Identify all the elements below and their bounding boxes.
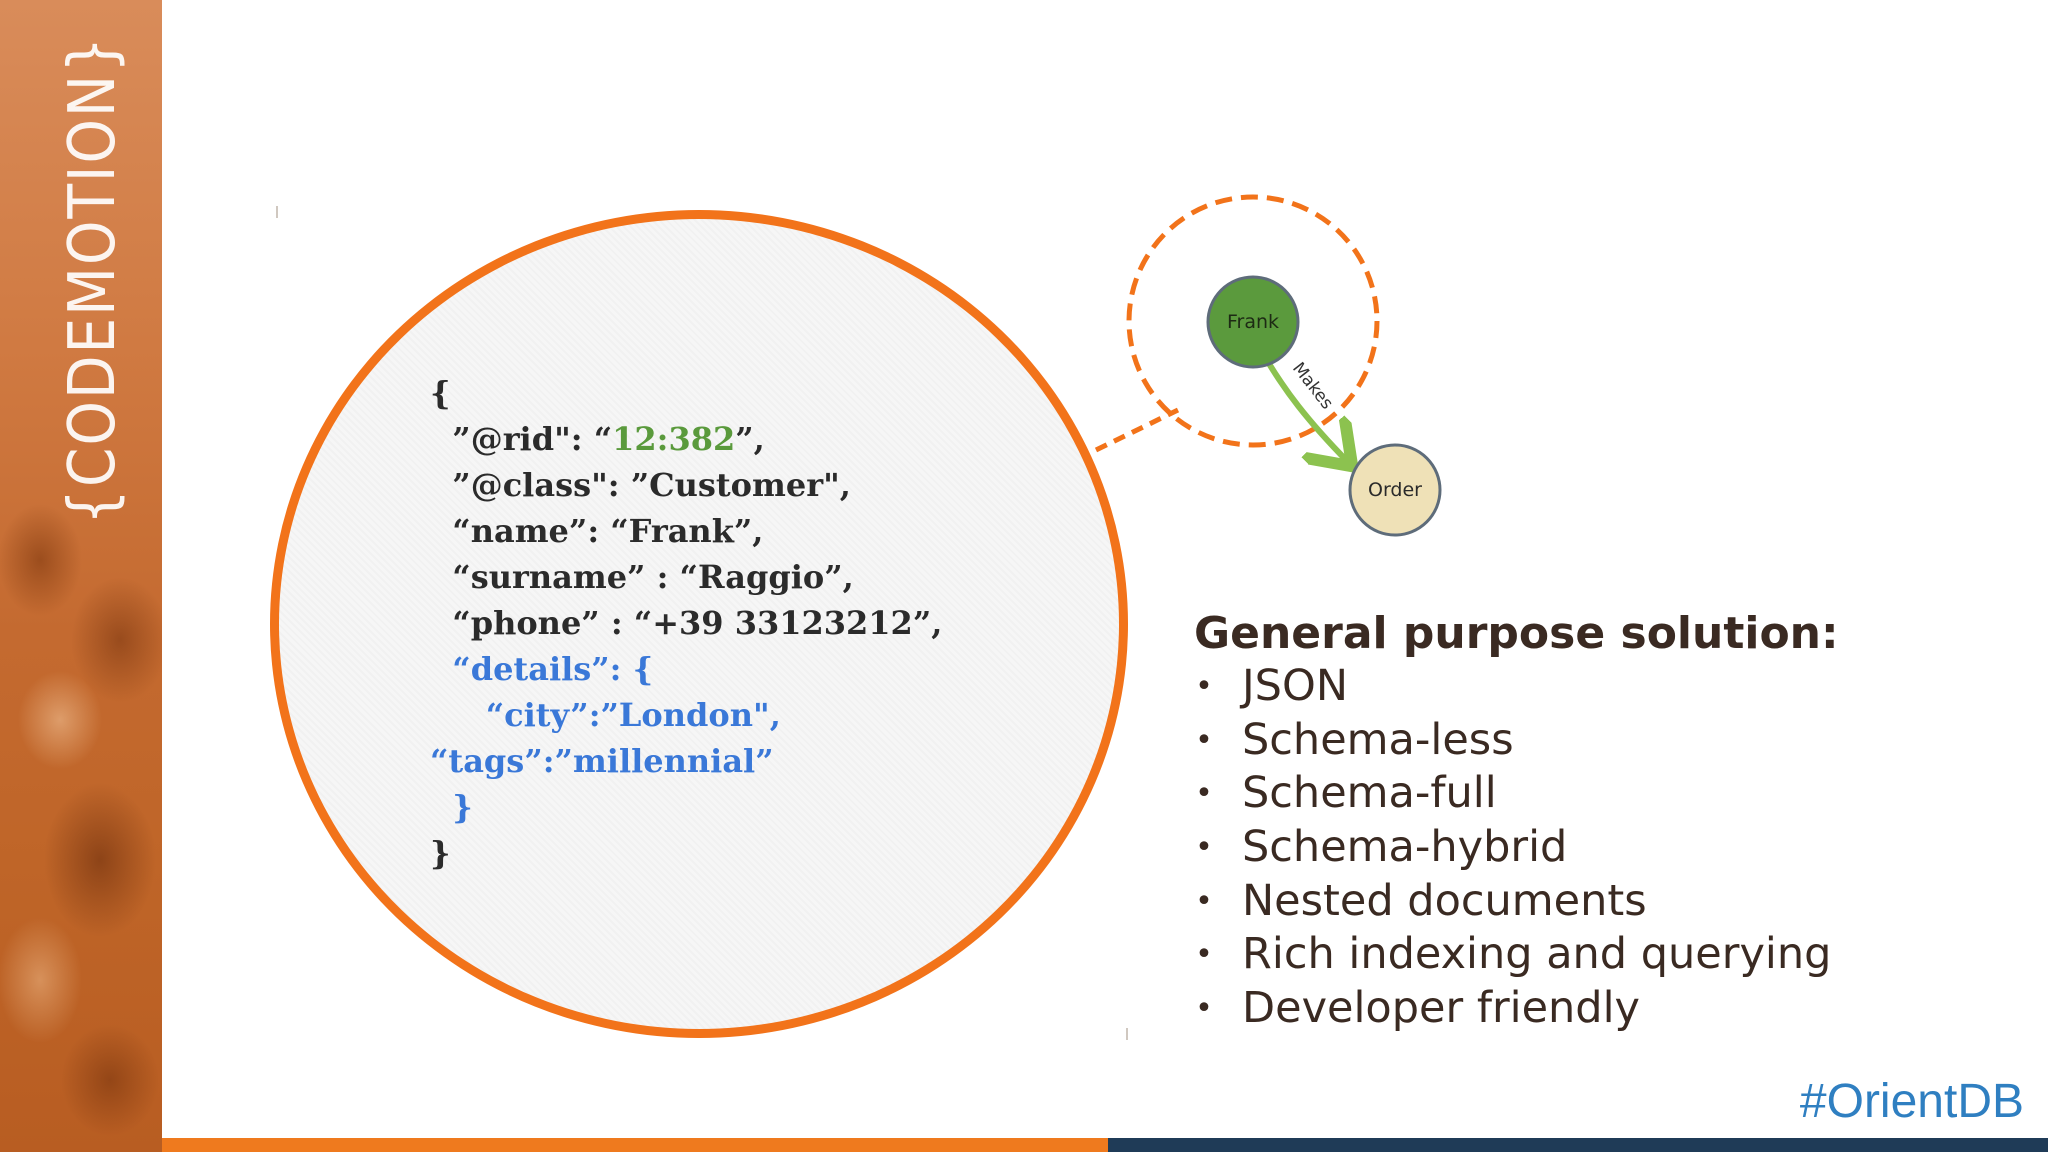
bullet-icon: •: [1195, 830, 1213, 866]
codemotion-logo: {CODEMOTION}: [56, 35, 130, 525]
hashtag: #OrientDB: [1799, 1075, 2024, 1128]
feature-item: • Schema-full: [1194, 767, 1831, 821]
code-token: “surname” : “Raggio”,: [452, 558, 854, 596]
code-line: “name”: “Frank”,: [430, 508, 942, 554]
code-line: “city”:”London",: [430, 692, 942, 738]
code-token: ”,: [735, 420, 765, 458]
feature-label: Rich indexing and querying: [1242, 929, 1832, 980]
node-frank-label: Frank: [1227, 311, 1279, 333]
edge-makes: [1265, 360, 1348, 462]
node-order: [1348, 443, 1442, 537]
code-token: ”@rid": “: [452, 420, 613, 458]
code-token: “name”: “Frank”,: [452, 512, 764, 550]
frame-tick: [276, 206, 278, 218]
code-line: {: [430, 370, 942, 416]
json-document-bubble: [270, 210, 1128, 1038]
json-code-block: { ”@rid": “12:382”, ”@class": ”Customer"…: [430, 370, 942, 876]
features-heading: General purpose solution:: [1194, 608, 1839, 659]
code-token: ”@class": ”Customer",: [452, 466, 851, 504]
feature-label: Schema-less: [1242, 714, 1514, 765]
feature-item: • Nested documents: [1194, 875, 1831, 929]
feature-item: • Schema-hybrid: [1194, 821, 1831, 875]
code-line: ”@rid": “12:382”,: [430, 416, 942, 462]
feature-list: • JSON • Schema-less • Schema-full • Schema-…: [1194, 660, 1831, 1036]
feature-item: • Developer friendly: [1194, 982, 1831, 1036]
code-line: }: [430, 830, 942, 876]
feature-label: Developer friendly: [1242, 983, 1640, 1034]
code-token: }: [430, 834, 451, 872]
feature-label: Schema-full: [1242, 768, 1497, 819]
code-line: “phone” : “+39 33123212”,: [430, 600, 942, 646]
feature-label: Schema-hybrid: [1242, 822, 1568, 873]
feature-label: Nested documents: [1242, 875, 1647, 926]
node-order-label: Order: [1368, 479, 1422, 501]
feature-item: • Rich indexing and querying: [1194, 928, 1831, 982]
zoom-connector: [1094, 407, 1180, 453]
feature-label: JSON: [1242, 661, 1348, 711]
zoom-circle: [1126, 194, 1380, 448]
bullet-icon: •: [1195, 991, 1213, 1027]
bullet-icon: •: [1195, 722, 1213, 758]
footer-bar-orange: [162, 1138, 1108, 1152]
logo-text: {CODEMOTION}: [56, 35, 130, 525]
code-line: “details”: {: [430, 646, 942, 692]
node-frank: [1206, 275, 1300, 369]
feature-item: • JSON: [1194, 660, 1831, 714]
brand-photo-strip: {CODEMOTION}: [0, 0, 162, 1152]
code-line: “surname” : “Raggio”,: [430, 554, 942, 600]
feature-item: • Schema-less: [1194, 714, 1831, 768]
footer-bar-navy: [1108, 1138, 2048, 1152]
code-token: }: [452, 788, 473, 826]
code-token: “city”:”London",: [485, 696, 781, 734]
code-token: {: [430, 374, 451, 412]
bullet-icon: •: [1195, 776, 1213, 812]
code-line: }: [430, 784, 942, 830]
bullet-icon: •: [1195, 937, 1213, 973]
code-token: “details”: {: [452, 650, 654, 688]
bullet-icon: •: [1195, 883, 1213, 919]
code-line: “tags”:”millennial”: [430, 738, 942, 784]
code-token: “tags”:”millennial”: [430, 742, 774, 780]
code-line: ”@class": ”Customer",: [430, 462, 942, 508]
graph-diagram: Makes Frank Order: [1094, 194, 1442, 537]
frame-tick: [1126, 1028, 1128, 1040]
code-token-rid: 12:382: [612, 420, 736, 458]
bullet-icon: •: [1195, 669, 1213, 704]
code-token: “phone” : “+39 33123212”,: [452, 604, 943, 642]
